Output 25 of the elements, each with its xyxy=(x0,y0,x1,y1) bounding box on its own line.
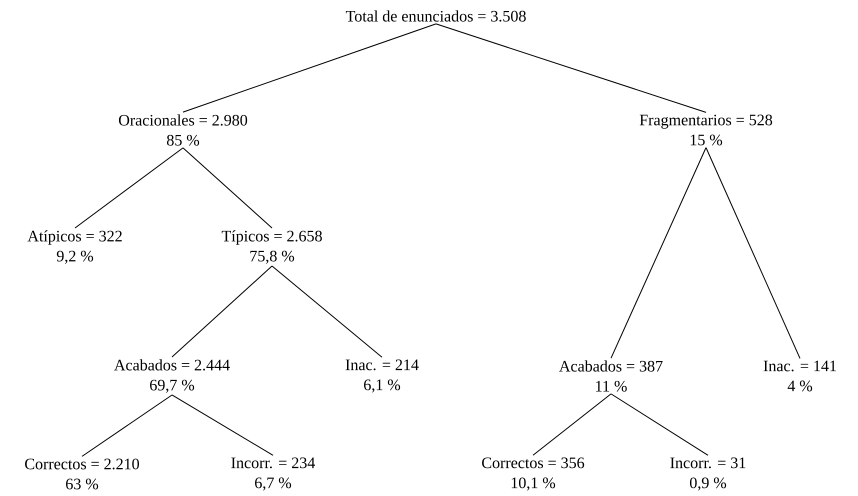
tree-line xyxy=(182,147,272,228)
tree-line xyxy=(436,23,706,113)
category-label: Inac. = 214 6,1 % xyxy=(346,359,419,393)
category-label: Incorr. = 31 0,9 % xyxy=(670,457,746,491)
tree-line xyxy=(272,266,382,358)
tree-line xyxy=(172,394,274,456)
tree-line xyxy=(172,266,272,358)
category-label: Acabados = 387 11 % xyxy=(559,360,663,392)
total-label: Total de enunciados = 3.508 xyxy=(346,10,526,22)
category-label: Oracionales = 2.980 85 % xyxy=(118,114,248,146)
tree-line xyxy=(532,393,612,456)
tree-line xyxy=(82,394,172,457)
tree-line xyxy=(610,147,706,359)
category-label: Fragmentarios = 528 15 % xyxy=(640,114,772,146)
tree-line xyxy=(610,393,708,456)
category-label: Inac. = 141 4 % xyxy=(764,360,836,392)
tree-line xyxy=(182,23,436,113)
tree-line xyxy=(706,147,800,359)
category-label: Atípicos = 322 9,2 % xyxy=(28,230,122,264)
category-label: Incorr. = 234 6,7 % xyxy=(231,457,316,491)
category-label: Típicos = 2.658 75,8 % xyxy=(222,230,322,264)
tree-line xyxy=(74,147,184,228)
category-label: Correctos = 2.210 63 % xyxy=(25,458,139,490)
category-label: Correctos = 356 10,1 % xyxy=(482,457,584,491)
category-label: Acabados = 2.444 69,7 % xyxy=(114,359,230,393)
